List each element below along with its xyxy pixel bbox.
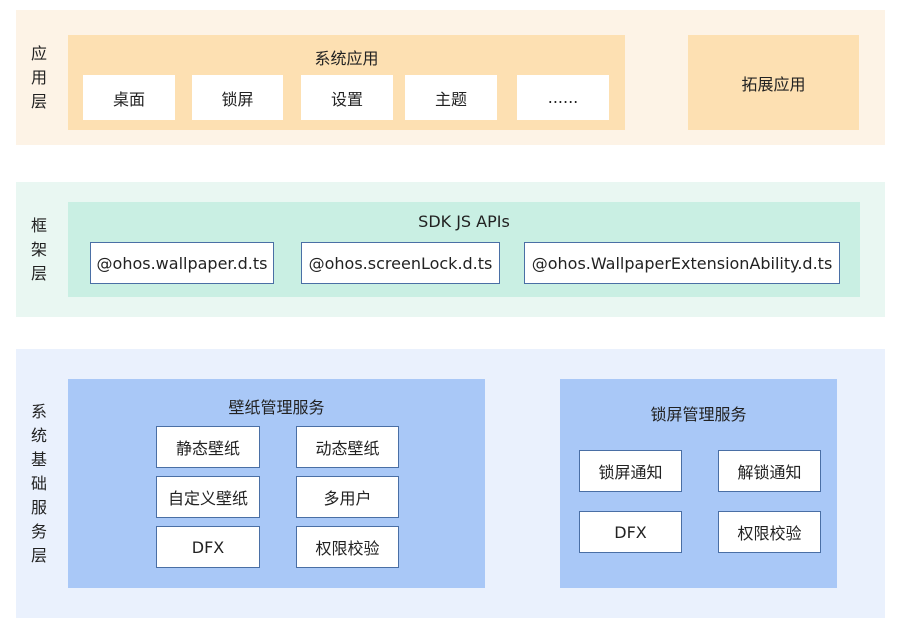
lockscreen-dfx-box: DFX [579,511,682,553]
system-apps-group: 系统应用 桌面 锁屏 设置 主题 ...... [68,35,625,130]
lockscreen-service-group: 锁屏管理服务 锁屏通知 解锁通知 DFX 权限校验 [560,379,837,588]
wallpaper-dfx-box: DFX [156,526,260,568]
lockscreen-permission-check-box: 权限校验 [718,511,821,553]
lockscreen-notify-box: 锁屏通知 [579,450,682,492]
custom-wallpaper-box: 自定义壁纸 [156,476,260,518]
api-screenlock: @ohos.screenLock.d.ts [301,242,500,284]
app-lockscreen: 锁屏 [192,75,283,120]
wallpaper-permission-check-box: 权限校验 [296,526,399,568]
extension-apps-box: 拓展应用 [688,35,859,130]
wallpaper-service-group: 壁纸管理服务 静态壁纸 动态壁纸 自定义壁纸 多用户 DFX 权限校验 [68,379,485,588]
multi-user-box: 多用户 [296,476,399,518]
sdk-js-apis-group: SDK JS APIs @ohos.wallpaper.d.ts @ohos.s… [68,202,860,297]
dynamic-wallpaper-box: 动态壁纸 [296,426,399,468]
unlock-notify-box: 解锁通知 [718,450,821,492]
app-desktop: 桌面 [83,75,175,120]
api-wallpaper-extension: @ohos.WallpaperExtensionAbility.d.ts [524,242,840,284]
api-wallpaper: @ohos.wallpaper.d.ts [90,242,274,284]
app-settings: 设置 [301,75,393,120]
app-theme: 主题 [405,75,497,120]
app-layer-label: 应 用 层 [30,43,47,111]
framework-layer-label: 框 架 层 [30,215,47,283]
lockscreen-service-title: 锁屏管理服务 [650,405,747,424]
static-wallpaper-box: 静态壁纸 [156,426,260,468]
system-apps-title: 系统应用 [314,49,379,68]
sdk-title: SDK JS APIs [418,212,510,231]
app-more: ...... [517,75,609,120]
system-service-layer-label: 系 统 基 础 服 务 层 [30,401,47,565]
wallpaper-service-title: 壁纸管理服务 [228,398,325,417]
